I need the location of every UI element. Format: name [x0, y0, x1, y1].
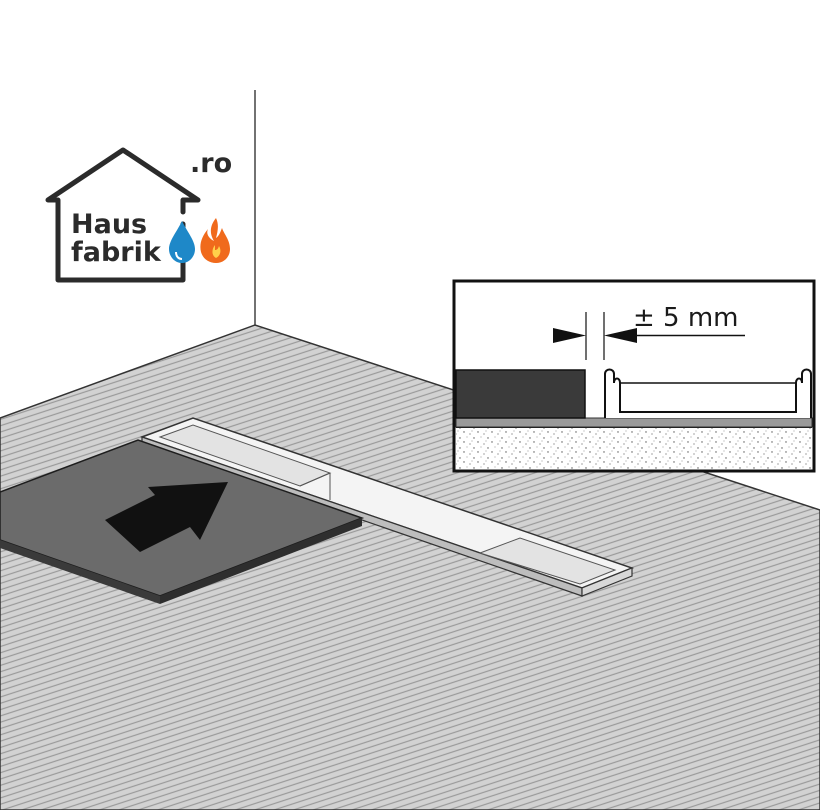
dimension-arrow-left-icon [553, 328, 586, 343]
dimension-arrow-right-icon [604, 328, 637, 343]
water-drop-icon [169, 221, 195, 263]
logo-word-haus: Haus [71, 209, 147, 240]
detail-mortar-layer [456, 427, 812, 469]
detail-channel-profile [604, 368, 812, 418]
detail-inset: ± 5 mm [452, 279, 816, 473]
hausfabrik-logo: .ro Haus fabrik [45, 147, 232, 283]
direction-arrow-icon [105, 482, 228, 552]
flame-icon [200, 218, 230, 263]
drain-channel [139, 417, 635, 597]
logo-suffix: .ro [190, 148, 232, 179]
logo-word-fabrik: fabrik [71, 237, 162, 268]
detail-tile-block [455, 369, 586, 419]
house-outline-icon [45, 147, 201, 283]
dimension-label: ± 5 mm [633, 303, 739, 333]
